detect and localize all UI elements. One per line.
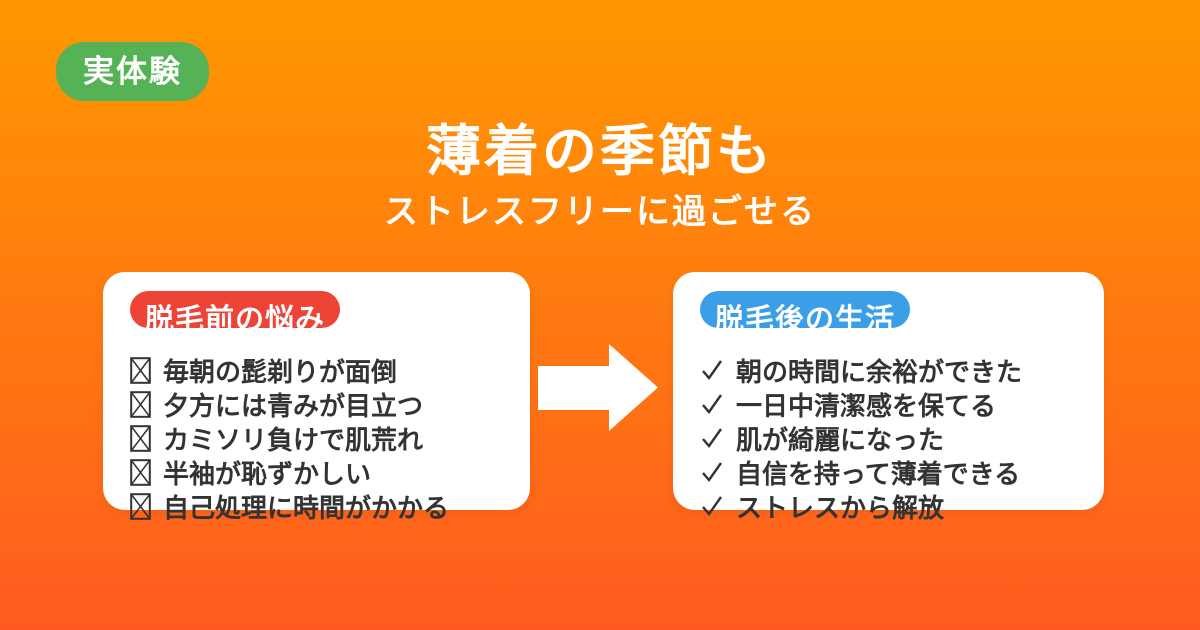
main-title: 薄着の季節も bbox=[425, 120, 774, 182]
right-arrow-icon bbox=[538, 344, 660, 432]
before-item-text: カミソリ負けで肌荒れ bbox=[163, 424, 424, 455]
crossed-box-icon bbox=[130, 458, 151, 486]
check-icon bbox=[700, 494, 724, 518]
check-icon bbox=[700, 392, 724, 416]
after-list-item: 自信を持って薄着できる bbox=[700, 455, 1077, 489]
before-list-item: 自己処理に時間がかかる bbox=[130, 489, 503, 523]
after-list: 朝の時間に余裕ができた 一日中清潔感を保てる bbox=[700, 353, 1077, 523]
before-card-badge-label: 脱毛前の悩み bbox=[145, 304, 326, 336]
after-item-text: ストレスから解放 bbox=[736, 492, 945, 523]
before-list-item: 毎朝の髭剃りが面倒 bbox=[130, 353, 503, 387]
after-card-badge-label: 脱毛後の生活 bbox=[715, 304, 896, 336]
subtitle: ストレスフリーに過ごせる bbox=[384, 193, 816, 231]
after-list-item: ストレスから解放 bbox=[700, 489, 1077, 523]
before-item-text: 毎朝の髭剃りが面倒 bbox=[163, 356, 398, 387]
after-card: 脱毛後の生活 朝の時間に余裕ができた bbox=[673, 272, 1104, 523]
check-icon bbox=[700, 460, 724, 484]
after-item-text: 朝の時間に余裕ができた bbox=[736, 356, 1023, 387]
before-card-badge: 脱毛前の悩み bbox=[130, 291, 341, 336]
crossed-box-icon bbox=[130, 390, 151, 418]
before-list: 毎朝の髭剃りが面倒 夕方には青みが目立つ bbox=[130, 353, 503, 523]
after-item-text: 自信を持って薄着できる bbox=[736, 458, 1021, 489]
after-list-item: 一日中清潔感を保てる bbox=[700, 387, 1077, 421]
after-list-item: 朝の時間に余裕ができた bbox=[700, 353, 1077, 387]
after-item-text: 一日中清潔感を保てる bbox=[736, 390, 997, 421]
before-list-item: 夕方には青みが目立つ bbox=[130, 387, 503, 421]
after-card-badge: 脱毛後の生活 bbox=[700, 291, 911, 336]
crossed-box-icon bbox=[130, 356, 151, 384]
before-list-item: カミソリ負けで肌荒れ bbox=[130, 421, 503, 455]
before-item-text: 半袖が恥ずかしい bbox=[163, 458, 372, 489]
after-item-text: 肌が綺麗になった bbox=[736, 424, 945, 455]
before-list-item: 半袖が恥ずかしい bbox=[130, 455, 503, 489]
check-icon bbox=[700, 358, 724, 382]
after-list-item: 肌が綺麗になった bbox=[700, 421, 1077, 455]
check-icon bbox=[700, 426, 724, 450]
before-card: 脱毛前の悩み 毎朝の髭剃りが面倒 bbox=[103, 272, 530, 523]
crossed-box-icon bbox=[130, 424, 151, 452]
before-item-text: 夕方には青みが目立つ bbox=[163, 390, 424, 421]
before-item-text: 自己処理に時間がかかる bbox=[163, 492, 450, 523]
experience-badge: 実体験 bbox=[56, 42, 209, 101]
crossed-box-icon bbox=[130, 492, 151, 520]
